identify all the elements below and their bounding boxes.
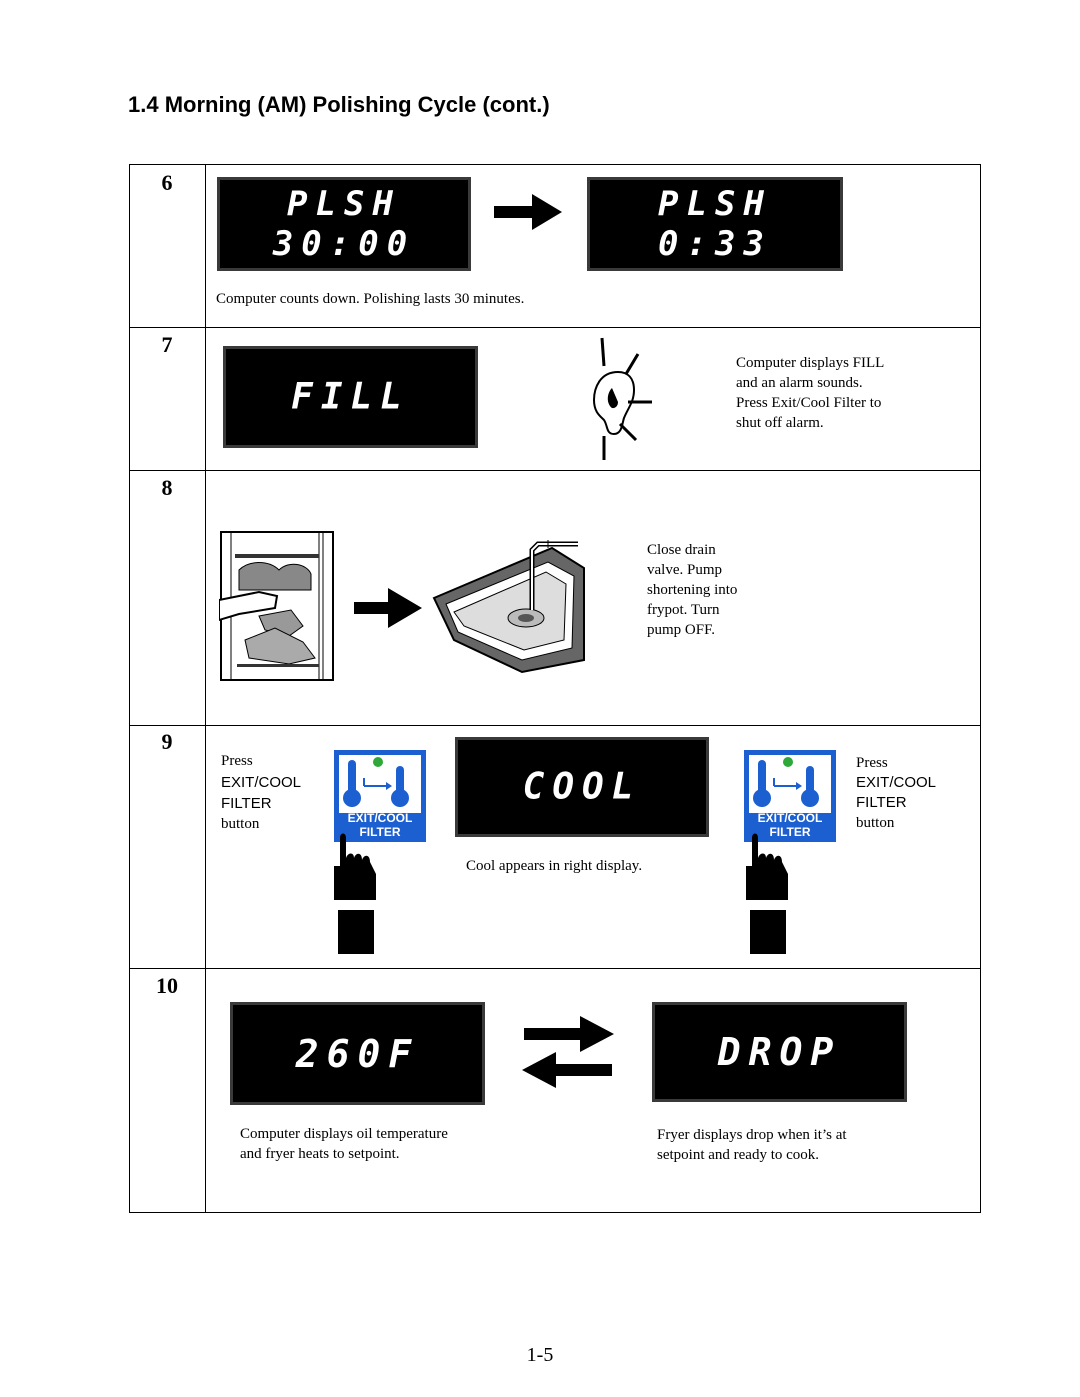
- step-number: 6: [161, 170, 173, 195]
- display-cool: COOL: [455, 737, 709, 837]
- right-arrow-icon: [492, 192, 564, 232]
- press-instruction-left: Press EXIT/COOL FILTER button: [221, 753, 302, 832]
- step-10-caption-right: Fryer displays drop when it’s at setpoin…: [657, 1127, 847, 1163]
- step-9-caption: Cool appears in right display.: [466, 858, 643, 874]
- step-6-caption: Computer counts down. Polishing lasts 30…: [216, 291, 525, 307]
- step-7-caption: Computer displays FILL and an alarm soun…: [736, 355, 885, 431]
- procedure-table: [129, 164, 981, 1213]
- alarm-ear-icon: [578, 336, 658, 462]
- step-number: 9: [161, 729, 173, 754]
- page-number: 1-5: [526, 1344, 554, 1366]
- step-8-caption: Close drain valve. Pump shortening into …: [647, 542, 738, 638]
- exit-cool-filter-button-right[interactable]: EXIT/COOL FILTER: [742, 748, 838, 844]
- step-number: 7: [161, 332, 173, 357]
- svg-text:EXIT/COOL: EXIT/COOL: [758, 811, 823, 825]
- exit-cool-filter-button-left[interactable]: EXIT/COOL FILTER: [332, 748, 428, 844]
- display-plsh-033: PLSH 0:33: [587, 177, 843, 271]
- display-260f: 260F: [230, 1002, 485, 1105]
- display-drop: DROP: [652, 1002, 907, 1102]
- step-number: 10: [156, 973, 178, 998]
- drain-valve-illustration: [219, 530, 339, 682]
- frypot-illustration: [428, 540, 588, 674]
- page-title: 1.4 Morning (AM) Polishing Cycle (cont.): [128, 92, 550, 117]
- svg-text:EXIT/COOL: EXIT/COOL: [348, 811, 413, 825]
- display-fill: FILL: [223, 346, 478, 448]
- swap-arrows-icon: [520, 1014, 616, 1090]
- right-arrow-icon: [352, 586, 424, 630]
- display-plsh-30: PLSH 30:00: [217, 177, 471, 271]
- press-instruction-right: Press EXIT/COOL FILTER button: [856, 755, 937, 831]
- step-number: 8: [161, 475, 173, 500]
- svg-text:FILTER: FILTER: [769, 825, 810, 839]
- svg-text:FILTER: FILTER: [359, 825, 400, 839]
- step-10-caption-left: Computer displays oil temperature and fr…: [240, 1126, 448, 1162]
- pressing-hand-icon: [332, 830, 378, 954]
- pressing-hand-icon: [744, 830, 790, 954]
